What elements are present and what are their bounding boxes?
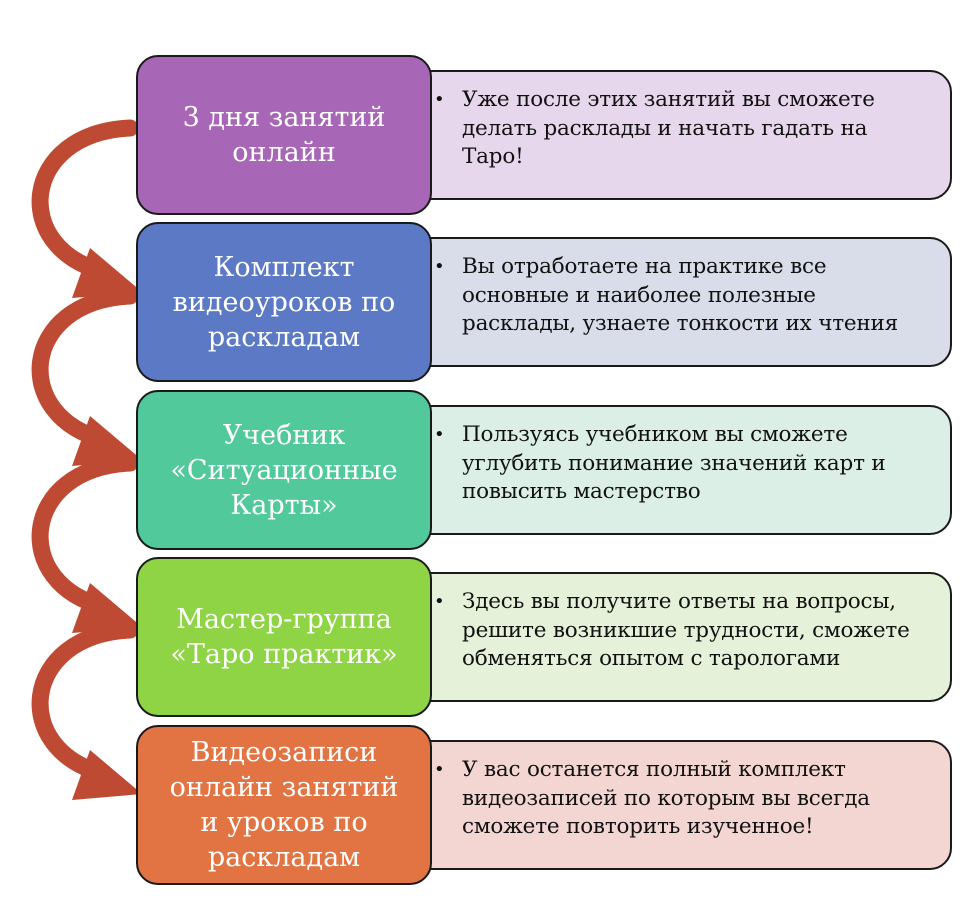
step-detail-list: • Вы отработаете на практике все основны…	[434, 253, 930, 339]
step-title: Комплект видеоуроков по раскладам	[172, 251, 396, 353]
step-detail-text: У вас останется полный комплект видеозап…	[462, 757, 870, 839]
arrow-head	[72, 248, 142, 298]
bullet-icon: •	[434, 591, 445, 612]
step-detail-list: • Здесь вы получите ответы на вопросы, р…	[434, 588, 930, 674]
arrow-head	[72, 583, 142, 633]
step-title-box: Комплект видеоуроков по раскладам	[136, 222, 432, 382]
step-title: Видеозаписи онлайн занятий и уроков по р…	[169, 737, 399, 873]
bullet-icon: •	[434, 759, 445, 780]
step-detail-item: • Пользуясь учебником вы сможете углубит…	[434, 421, 930, 507]
step-detail-list: • Пользуясь учебником вы сможете углубит…	[434, 421, 930, 507]
step-title-box: Мастер-группа «Таро практик»	[136, 557, 432, 717]
arrow-head	[72, 750, 142, 800]
step-detail-text: Пользуясь учебником вы сможете углубить …	[462, 422, 886, 504]
curved-arrow-shaft	[31, 287, 139, 449]
curved-arrow-shaft	[31, 621, 139, 783]
step-detail-item: • У вас останется полный комплект видеоз…	[434, 756, 930, 842]
step-title: Учебник «Ситуационные Карты»	[170, 419, 398, 521]
step-detail-box: • Вы отработаете на практике все основны…	[390, 237, 952, 367]
process-step: • Здесь вы получите ответы на вопросы, р…	[0, 557, 978, 717]
process-step: • У вас останется полный комплект видеоз…	[0, 725, 978, 885]
step-detail-box: • Уже после этих занятий вы сможете дела…	[390, 70, 952, 200]
curved-arrow-shaft	[31, 454, 139, 616]
bullet-icon: •	[434, 89, 445, 110]
bullet-icon: •	[434, 256, 445, 277]
step-detail-text: Здесь вы получите ответы на вопросы, реш…	[462, 589, 910, 671]
step-title: Мастер-группа «Таро практик»	[170, 604, 398, 670]
step-title-box: Видеозаписи онлайн занятий и уроков по р…	[136, 725, 432, 885]
step-detail-list: • У вас останется полный комплект видеоз…	[434, 756, 930, 842]
step-detail-box: • У вас останется полный комплект видеоз…	[390, 740, 952, 870]
step-title-box: 3 дня занятий онлайн	[136, 55, 432, 215]
step-detail-list: • Уже после этих занятий вы сможете дела…	[434, 86, 930, 172]
curved-arrow-shaft	[31, 119, 139, 281]
step-title-box: Учебник «Ситуационные Карты»	[136, 390, 432, 550]
step-detail-box: • Пользуясь учебником вы сможете углубит…	[390, 405, 952, 535]
step-detail-item: • Уже после этих занятий вы сможете дела…	[434, 86, 930, 172]
step-detail-item: • Вы отработаете на практике все основны…	[434, 253, 930, 339]
arrow-head	[72, 416, 142, 466]
step-detail-box: • Здесь вы получите ответы на вопросы, р…	[390, 572, 952, 702]
bullet-icon: •	[434, 424, 445, 445]
step-detail-text: Уже после этих занятий вы сможете делать…	[462, 87, 875, 169]
process-step: • Уже после этих занятий вы сможете дела…	[0, 55, 978, 215]
step-detail-item: • Здесь вы получите ответы на вопросы, р…	[434, 588, 930, 674]
step-title: 3 дня занятий онлайн	[182, 102, 386, 168]
process-step: • Пользуясь учебником вы сможете углубит…	[0, 390, 978, 550]
step-detail-text: Вы отработаете на практике все основные …	[462, 254, 899, 336]
process-step: • Вы отработаете на практике все основны…	[0, 222, 978, 382]
